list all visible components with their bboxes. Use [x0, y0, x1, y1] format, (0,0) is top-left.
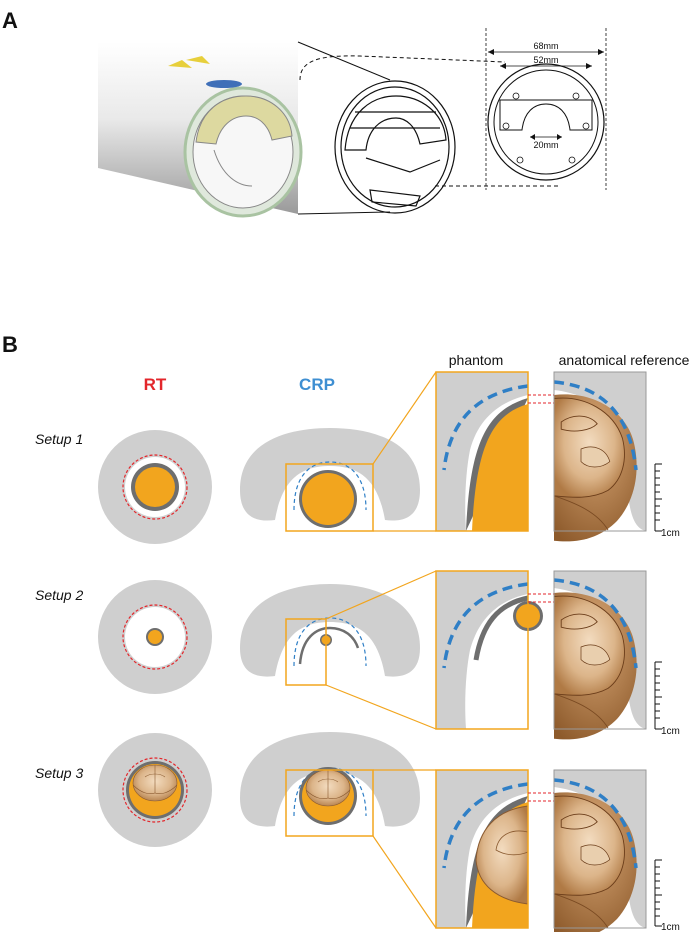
dim-68mm: 68mm — [533, 41, 558, 51]
scale-label-1: 1cm — [661, 528, 680, 539]
cylinder-illustration — [98, 42, 303, 218]
setup-2-label: Setup 2 — [35, 587, 83, 603]
anatomical-ref-1 — [553, 371, 647, 542]
scale-bar-3 — [654, 859, 662, 927]
dim-52mm: 52mm — [533, 55, 558, 65]
panel-a-letter: A — [2, 8, 18, 33]
rt-phantom-2 — [148, 630, 162, 644]
scale-label-2: 1cm — [661, 726, 680, 737]
dimension-drawing: 68mm 52mm 20mm — [485, 28, 607, 190]
holder-line-drawing — [334, 80, 456, 214]
crp-holder-2 — [240, 584, 420, 677]
header-anatomical: anatomical reference — [559, 352, 690, 368]
header-crp: CRP — [299, 375, 335, 394]
phantom-zoom-3 — [435, 769, 529, 929]
scale-label-3: 1cm — [661, 922, 680, 932]
header-rt: RT — [144, 375, 167, 394]
phantom-zoom-2 — [435, 570, 543, 730]
scale-bar-2 — [654, 661, 662, 730]
setup-2-row: Setup 2 — [35, 570, 680, 740]
connector-lines — [297, 41, 560, 215]
anatomical-ref-2 — [553, 570, 647, 740]
phantom-zoom-1 — [435, 371, 529, 532]
header-phantom: phantom — [449, 352, 503, 368]
anatomical-ref-3 — [553, 769, 647, 932]
setup-1-row: Setup 1 — [35, 371, 680, 544]
rt-phantom-1 — [135, 467, 175, 507]
scale-bar-1 — [654, 463, 662, 532]
setup-3-label: Setup 3 — [35, 765, 83, 781]
crp-holder-3 — [240, 732, 420, 827]
setup-3-row: Setup 3 — [35, 732, 680, 932]
dim-20mm: 20mm — [533, 140, 558, 150]
crp-holder-1 — [240, 428, 420, 521]
setup-1-label: Setup 1 — [35, 431, 83, 447]
panel-b-letter: B — [2, 332, 18, 357]
crp-phantom-1 — [302, 473, 354, 525]
